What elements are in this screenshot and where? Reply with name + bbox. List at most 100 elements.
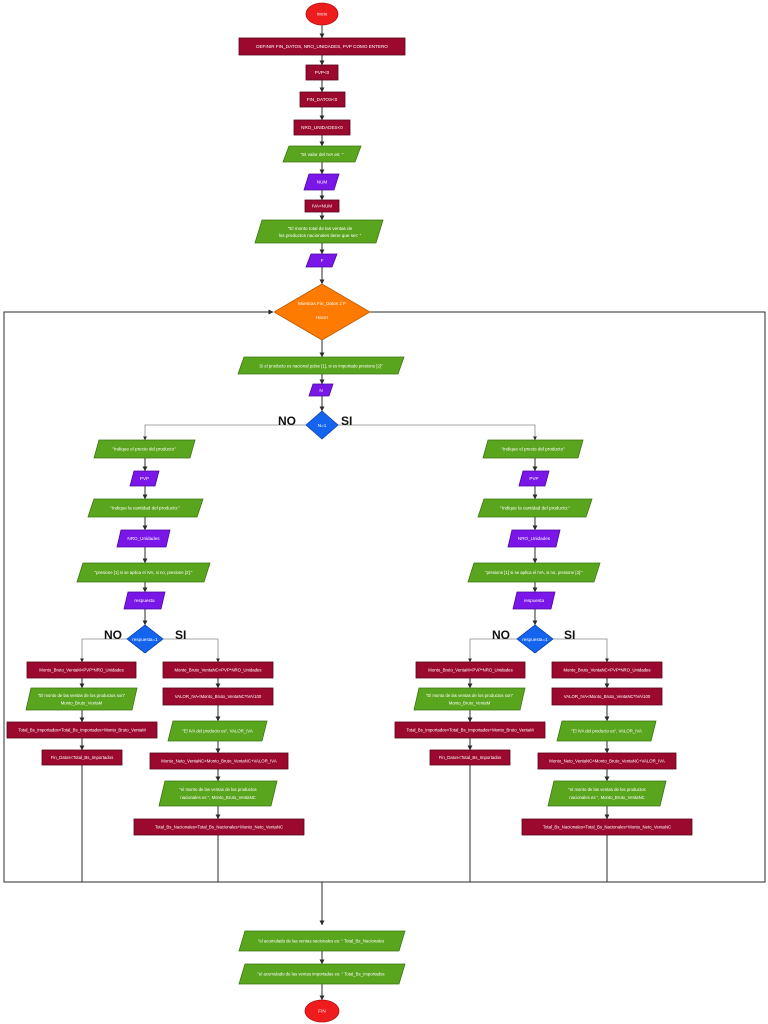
branch-label-si: SI [341, 414, 352, 428]
node-input-f: F [305, 253, 338, 268]
svg-text:IVA<NUM: IVA<NUM [312, 204, 332, 209]
node-total-nacionales: Total_Bs_Nacionales<Total_Bs_Nacionales+… [133, 818, 305, 836]
node-output-acumulado-importados: "el acumulado de las ventas importadas e… [238, 963, 406, 985]
svg-text:Inicio: Inicio [317, 12, 328, 17]
svg-text:respuesta=1: respuesta=1 [522, 637, 548, 642]
node-fin-datos-total: Fin_Datos<Total_Bs_Importados [429, 749, 511, 766]
node-output-valor-iva: "El valor del IVA es: " [282, 145, 362, 163]
node-fin-datos-total: Fin_Datos<Total_Bs_Importados [41, 749, 123, 766]
node-output-indique-precio: "Indique el precio del producto" [482, 439, 584, 459]
svg-text:Monto_Neto_VentaNC<Monto_Bruto: Monto_Neto_VentaNC<Monto_Bruto_VentaNC+V… [549, 759, 665, 764]
left-branch: "Indique el precio del producto" PVP "In… [6, 439, 305, 836]
node-nrounid-init: NRO_UNIDADES<0 [293, 119, 351, 136]
node-output-el-iva: "El IVA del producto es", VALOR_IVA [167, 720, 268, 742]
svg-text:N=1: N=1 [318, 423, 327, 428]
svg-text:Total_Bs_Nacionales<Total_Bs_N: Total_Bs_Nacionales<Total_Bs_Nacionales+… [155, 825, 283, 830]
branch-label-si-left: SI [175, 628, 186, 642]
svg-text:nacionales es ", Monto_Bruto_V: nacionales es ", Monto_Bruto_VentaNC [569, 795, 645, 800]
right-branch: "Indique el precio del producto" PVP "In… [394, 439, 693, 836]
branch-label-no-right: NO [492, 628, 510, 642]
svg-text:respuesta: respuesta [134, 598, 155, 603]
node-fin: FIN [304, 999, 340, 1023]
node-valor-iva-calc: VALOR_IVA<Monto_Bruto_VentaNC*IVA/100 [551, 687, 663, 706]
svg-text:"presione [1] si se aplica el: "presione [1] si se aplica el IVA, si no… [485, 570, 583, 575]
node-pvp-init: PVP<0 [305, 64, 339, 81]
svg-text:"El monto de las ventas de los: "El monto de las ventas de los productos… [38, 693, 126, 698]
svg-text:"El valor del IVA es: ": "El valor del IVA es: " [301, 152, 344, 157]
svg-text:respuesta=1: respuesta=1 [132, 637, 158, 642]
svg-text:"El monto de las ventas de los: "El monto de las ventas de los productos… [426, 693, 514, 698]
node-input-nro-unidades: NRO_Unidades [116, 529, 171, 548]
node-input-num: NUM [303, 173, 340, 191]
svg-text:"el monto de las ventas de los: "el monto de las ventas de los productos [179, 787, 256, 792]
svg-text:NRO_UNIDADES<0: NRO_UNIDADES<0 [301, 125, 343, 130]
svg-text:"Indique el precio del product: "Indique el precio del producto" [501, 447, 565, 452]
node-input-respuesta: respuesta [123, 591, 166, 610]
svg-text:Monto_Bruto_VentaNC<PVP*NRO_Un: Monto_Bruto_VentaNC<PVP*NRO_Unidades [174, 668, 261, 673]
node-output-acumulado-nacionales: "el acumulado de las ventas nacionales e… [238, 930, 406, 952]
svg-text:PVP<0: PVP<0 [315, 70, 330, 75]
node-monto-bruto-nc: Monto_Bruto_VentaNC<PVP*NRO_Unidades [162, 661, 274, 679]
node-output-el-iva: "El IVA del producto es", VALOR_IVA [556, 720, 657, 742]
node-input-respuesta: respuesta [512, 591, 556, 610]
node-output-el-monto-m: "El monto de las ventas de los productos… [413, 687, 526, 711]
svg-text:N: N [319, 388, 322, 393]
svg-text:NRO_Unidades: NRO_Unidades [518, 536, 551, 541]
svg-text:"Indique la cantidad del produ: "Indique la cantidad del producto:" [110, 506, 180, 511]
svg-text:nacionales es ", Monto_Bruto_V: nacionales es ", Monto_Bruto_VentaNC [180, 795, 256, 800]
svg-text:Si el producto es nacional pul: Si el producto es nacional pulse [1], si… [259, 364, 383, 369]
svg-text:Total_Bs_Nacionales<Total_Bs_N: Total_Bs_Nacionales<Total_Bs_Nacionales+… [543, 825, 671, 830]
svg-text:Total_Bs_Importados<Total_Bs_I: Total_Bs_Importados<Total_Bs_Importados+… [18, 728, 146, 733]
svg-text:Monto_Bruto_VentaM: Monto_Bruto_VentaM [449, 701, 491, 706]
svg-text:Monto_Bruto_VentaM<PVP*NRO_Uni: Monto_Bruto_VentaM<PVP*NRO_Unidades [39, 668, 123, 673]
svg-text:Monto_Bruto_VentaM<PVP*NRO_Uni: Monto_Bruto_VentaM<PVP*NRO_Unidades [428, 668, 512, 673]
svg-text:Total_Bs_Importados<Total_Bs_I: Total_Bs_Importados<Total_Bs_Importados+… [406, 728, 534, 733]
svg-text:FIN: FIN [318, 1009, 325, 1014]
svg-text:Monto_Bruto_VentaM: Monto_Bruto_VentaM [61, 701, 103, 706]
node-output-presione: "presione [1] si se aplica el IVA, si no… [467, 562, 601, 583]
svg-text:DEFINIR FIN_DATOS, NRO_UNIDADE: DEFINIR FIN_DATOS, NRO_UNIDADES, PVP COM… [256, 44, 388, 49]
node-total-importados: Total_Bs_Importados<Total_Bs_Importados+… [6, 721, 158, 739]
branch-label-no-left: NO [104, 628, 122, 642]
node-output-monto-total: "El monto total de las ventas de los pro… [254, 219, 384, 244]
svg-text:NUM: NUM [317, 180, 328, 185]
branch-label-no: NO [278, 414, 296, 428]
svg-text:FIN_DATOS<0: FIN_DATOS<0 [307, 97, 338, 102]
node-output-indique-cantidad: "Indique la cantidad del producto:" [477, 498, 593, 518]
node-output-si-nacional: Si el producto es nacional pulse [1], si… [237, 356, 405, 375]
svg-text:"el acumulado de las ventas na: "el acumulado de las ventas nacionales e… [258, 939, 384, 944]
node-output-el-monto-m: "El monto de las ventas de los productos… [25, 687, 138, 711]
node-decision-respuesta: respuesta=1 [126, 624, 164, 654]
node-input-nro-unidades: NRO_Unidades [507, 529, 561, 548]
node-output-indique-precio: "Indique el precio del producto" [93, 439, 196, 459]
svg-text:VALOR_IVA<Monto_Bruto_VentaNC*: VALOR_IVA<Monto_Bruto_VentaNC*IVA/100 [175, 694, 262, 699]
svg-text:respuesta: respuesta [524, 598, 545, 603]
svg-text:Fin_Datos<Total_Bs_Importados: Fin_Datos<Total_Bs_Importados [439, 755, 501, 760]
node-valor-iva-calc: VALOR_IVA<Monto_Bruto_VentaNC*IVA/100 [162, 687, 274, 706]
node-decision-n: N=1 [305, 410, 339, 440]
node-monto-neto: Monto_Neto_VentaNC<Monto_Bruto_VentaNC+V… [149, 752, 289, 770]
svg-text:PVP: PVP [529, 476, 538, 481]
node-monto-bruto-nc: Monto_Bruto_VentaNC<PVP*NRO_Unidades [551, 661, 663, 679]
svg-text:"Indique el precio del product: "Indique el precio del producto" [112, 447, 176, 452]
node-findatos-init: FIN_DATOS<0 [299, 91, 346, 108]
node-input-n: N [308, 383, 334, 397]
svg-text:"El IVA del producto es", VALO: "El IVA del producto es", VALOR_IVA [571, 729, 642, 734]
node-input-pvp: PVP [129, 470, 160, 487]
node-monto-bruto-m: Monto_Bruto_VentaM<PVP*NRO_Unidades [26, 661, 137, 679]
svg-text:F: F [321, 258, 324, 263]
svg-text:los productos nacionales tiene: los productos nacionales tiene que ser: … [279, 233, 362, 238]
svg-text:Monto_Neto_VentaNC<Monto_Bruto: Monto_Neto_VentaNC<Monto_Bruto_VentaNC+V… [161, 759, 277, 764]
node-output-el-monto-nc: "el monto de las ventas de los productos… [158, 780, 278, 807]
svg-text:"presione [1] si se aplica el: "presione [1] si se aplica el IVA, si no… [95, 570, 193, 575]
branch-label-si-right: SI [564, 628, 575, 642]
node-total-nacionales: Total_Bs_Nacionales<Total_Bs_Nacionales+… [521, 818, 693, 836]
svg-text:VALOR_IVA<Monto_Bruto_VentaNC*: VALOR_IVA<Monto_Bruto_VentaNC*IVA/100 [564, 694, 651, 699]
svg-text:"El IVA del producto es", VALO: "El IVA del producto es", VALOR_IVA [182, 729, 253, 734]
node-decision-respuesta: respuesta=1 [516, 624, 554, 654]
svg-text:PVP: PVP [140, 476, 149, 481]
node-iva-num: IVA<NUM [304, 199, 340, 213]
node-total-importados: Total_Bs_Importados<Total_Bs_Importados+… [394, 721, 546, 739]
node-input-pvp: PVP [518, 470, 550, 487]
